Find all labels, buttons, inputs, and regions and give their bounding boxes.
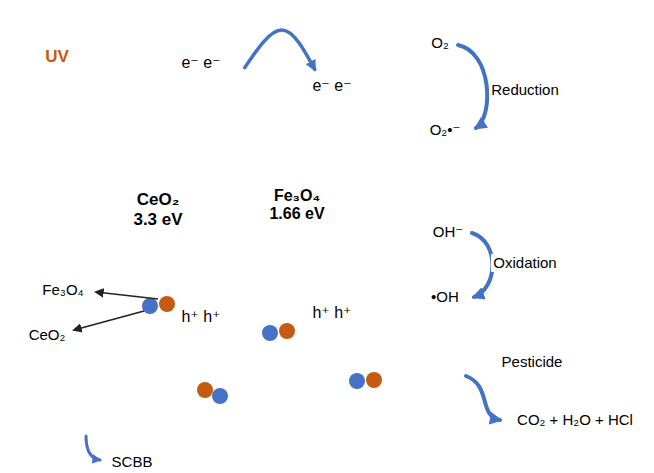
sun-rays	[9, 9, 105, 105]
particle-label: Fe₃O₄	[40, 281, 85, 298]
text-wrap: h⁺ h⁺	[181, 308, 220, 326]
particle-dots	[142, 296, 382, 404]
product-label: •OH	[429, 288, 461, 305]
label-wrap: Reduction	[489, 81, 561, 98]
label-wrap: CO₂ + H₂O + HCl	[515, 411, 635, 428]
carrier-label: h⁺ h⁺	[181, 308, 220, 326]
label-wrap: CeO₂	[27, 326, 68, 343]
ceo2-band-ellipse: e⁻ e⁻ CeO₂ 3.3 eV h⁺ h⁺	[120, 45, 282, 331]
sun-circle: UV	[29, 29, 85, 85]
text-wrap: UV	[45, 47, 69, 67]
text-wrap: Fe₃O₄ 1.66 eV	[261, 187, 333, 224]
process-arrows	[86, 45, 500, 460]
product-label: CO₂ + H₂O + HCl	[515, 411, 635, 428]
product-label: O₂•⁻	[428, 121, 463, 138]
text-wrap: h⁺ h⁺	[312, 304, 351, 322]
leader-arrows	[74, 292, 158, 330]
material-label: Fe₃O₄ 1.66 eV	[261, 187, 333, 224]
reactant-label: Pesticide	[500, 353, 565, 370]
reactant-label: OH⁻	[431, 223, 465, 240]
support-label: SCBB	[110, 453, 155, 470]
reactant-label: O₂	[429, 34, 451, 51]
label-wrap: •OH	[429, 288, 461, 305]
text-wrap: CeO₂ 3.3 eV	[127, 190, 189, 229]
carrier-label: e⁻ e⁻	[312, 77, 351, 95]
process-label: Reduction	[489, 81, 561, 98]
label-wrap: O₂•⁻	[428, 121, 463, 138]
label-wrap: Fe₃O₄	[40, 281, 85, 298]
graphene-sheet	[0, 200, 654, 473]
carrier-label: h⁺ h⁺	[312, 304, 351, 322]
text-wrap: e⁻ e⁻	[312, 77, 351, 95]
electron-transfer-arrow	[245, 30, 315, 69]
process-label: Oxidation	[491, 254, 558, 271]
label-wrap: OH⁻	[431, 223, 465, 240]
label-wrap: O₂	[429, 34, 451, 51]
label-wrap: Pesticide	[500, 353, 565, 370]
node-outline	[120, 45, 282, 331]
label-wrap: Oxidation	[491, 254, 558, 271]
fe3o4-band-ellipse: e⁻ e⁻ Fe₃O₄ 1.66 eV h⁺ h⁺	[263, 65, 401, 345]
material-label: CeO₂ 3.3 eV	[127, 190, 189, 229]
label-wrap: SCBB	[110, 453, 155, 470]
light-label: UV	[45, 47, 69, 67]
particle-label: CeO₂	[27, 326, 68, 343]
carrier-label: e⁻ e⁻	[181, 54, 220, 72]
text-wrap: e⁻ e⁻	[181, 54, 220, 72]
